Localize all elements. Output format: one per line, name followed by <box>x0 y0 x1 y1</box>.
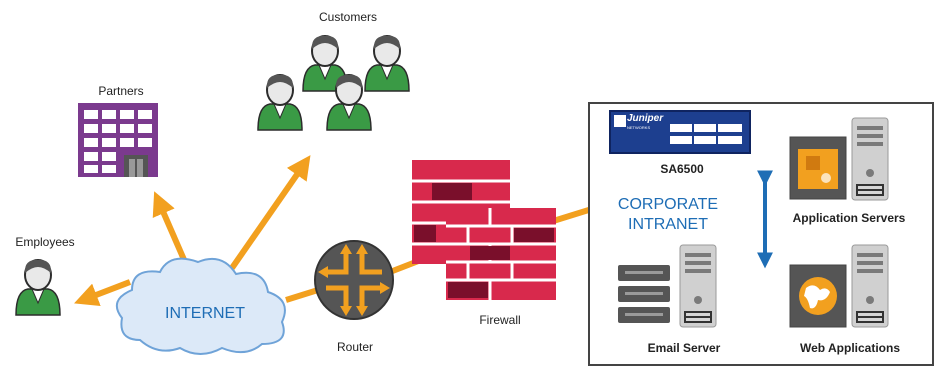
email-server-label: Email Server <box>647 341 721 355</box>
globe-icon <box>789 264 847 328</box>
web-applications-label: Web Applications <box>799 341 901 355</box>
cloud-icon <box>115 257 286 355</box>
employees-label: Employees <box>15 235 75 249</box>
application-servers-label: Application Servers <box>792 211 906 225</box>
router-icon <box>314 240 394 320</box>
appliance-icon <box>609 110 751 154</box>
server-icon <box>851 244 889 328</box>
server-icon <box>618 265 670 323</box>
arrow-to-customers <box>229 155 311 270</box>
corporate-label: CORPORATE INTRANET <box>598 195 738 235</box>
arrow-to-partners <box>152 191 188 264</box>
partners-label: Partners <box>98 84 144 98</box>
arrow-to-employees <box>74 279 132 307</box>
firewall-label: Firewall <box>479 313 521 327</box>
juniper-logo: Juniper <box>627 113 664 124</box>
person-icon <box>257 73 303 131</box>
server-icon <box>851 117 889 201</box>
customers-label: Customers <box>318 10 378 24</box>
person-icon <box>364 34 410 92</box>
person-icon <box>15 258 61 316</box>
server-icon <box>679 244 717 328</box>
firewall-icon <box>412 160 556 300</box>
link-internet-router <box>285 287 319 303</box>
app-icon <box>789 136 847 200</box>
router-label: Router <box>336 340 374 354</box>
corporate-line1: CORPORATE <box>617 196 719 213</box>
building-icon <box>78 103 158 177</box>
internet-label: INTERNET <box>165 305 245 322</box>
corporate-line2: INTRANET <box>628 216 708 233</box>
sa6500-label: SA6500 <box>660 162 704 176</box>
customers-group <box>257 34 410 131</box>
juniper-sub: NETWORKS <box>627 125 651 130</box>
